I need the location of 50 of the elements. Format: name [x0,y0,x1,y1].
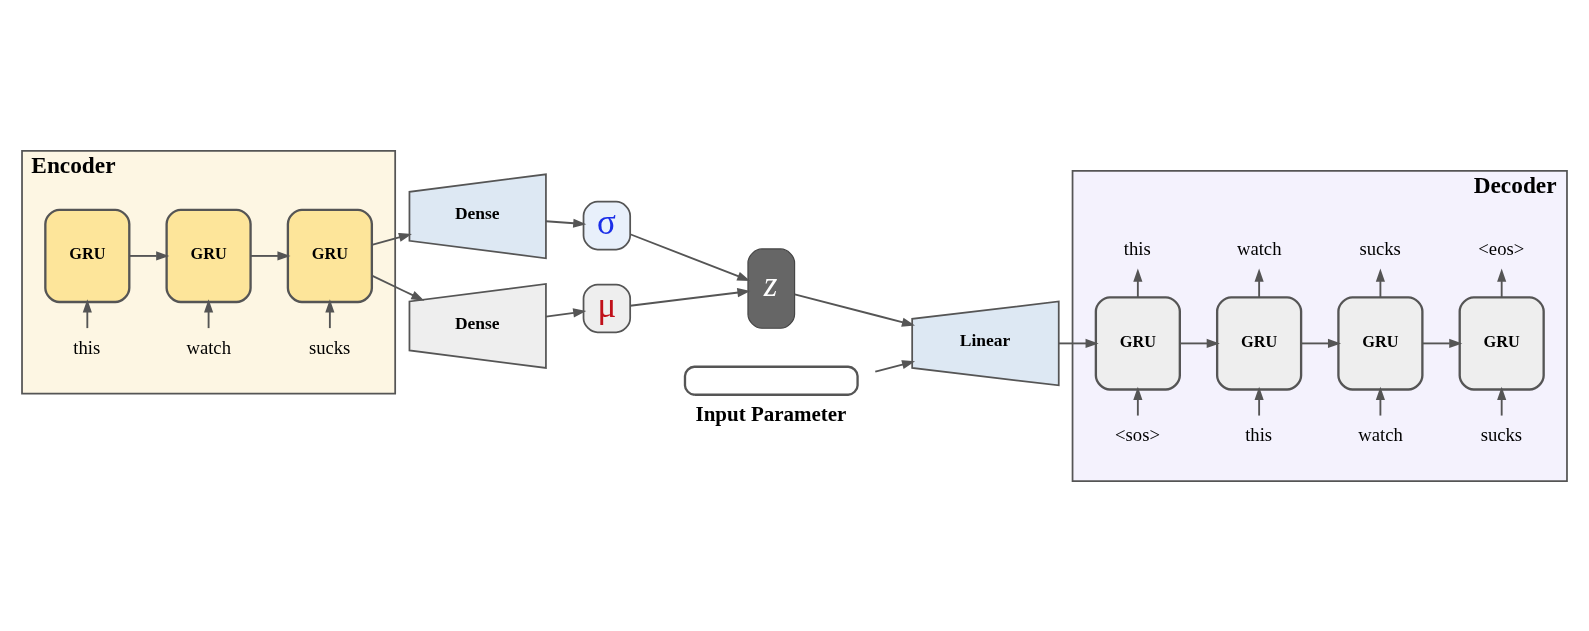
arrow [325,298,335,329]
arrow [1497,386,1507,416]
node-box: Linear [911,299,1060,386]
node-box: σ [582,200,632,250]
arrow [204,298,214,329]
arrow [1179,338,1220,348]
node-box: Dense [408,172,547,259]
arrow [371,274,425,301]
arrow [1421,338,1463,348]
arrow [1133,386,1143,416]
node-text: watch [1236,237,1282,259]
node-text: this [1245,423,1273,445]
arrow [1375,386,1385,416]
node-text: watch [1358,423,1403,445]
node-box: GRU [1458,295,1545,391]
node-text: <eos> [1478,237,1525,259]
arrow [128,250,170,261]
arrow [1375,268,1385,298]
node-text: sucks [1359,237,1401,259]
node-box: z [747,247,796,329]
node-text: watch [186,336,231,358]
arrow [1057,338,1099,348]
arrow [1254,268,1264,298]
arrow [874,359,916,373]
node-text: <sos> [1115,423,1160,445]
node-box: GRU [165,208,252,303]
arrow [1133,268,1143,298]
node-text: this [73,336,101,358]
node-box: GRU [1094,295,1181,391]
node-box: GRU [44,208,131,303]
arrow [545,218,587,228]
arrow [1300,338,1342,348]
node-text: sucks [308,336,351,358]
arrow [82,298,92,329]
node-text: sucks [1480,423,1523,445]
arrow [629,232,751,281]
arrow [793,292,915,327]
arrow [371,232,412,246]
node-text: this [1123,237,1151,259]
arrow [1254,386,1264,416]
node-box: μ [582,283,632,333]
node-box: GRU [1337,295,1424,391]
node-box [683,365,859,396]
node-box: GRU [1215,295,1303,391]
node-box: GRU [286,208,374,303]
arrow [1497,268,1507,298]
arrow [249,250,291,261]
arrow [629,287,751,307]
arrow [545,307,587,318]
node-label: Input Parameter [695,401,847,426]
